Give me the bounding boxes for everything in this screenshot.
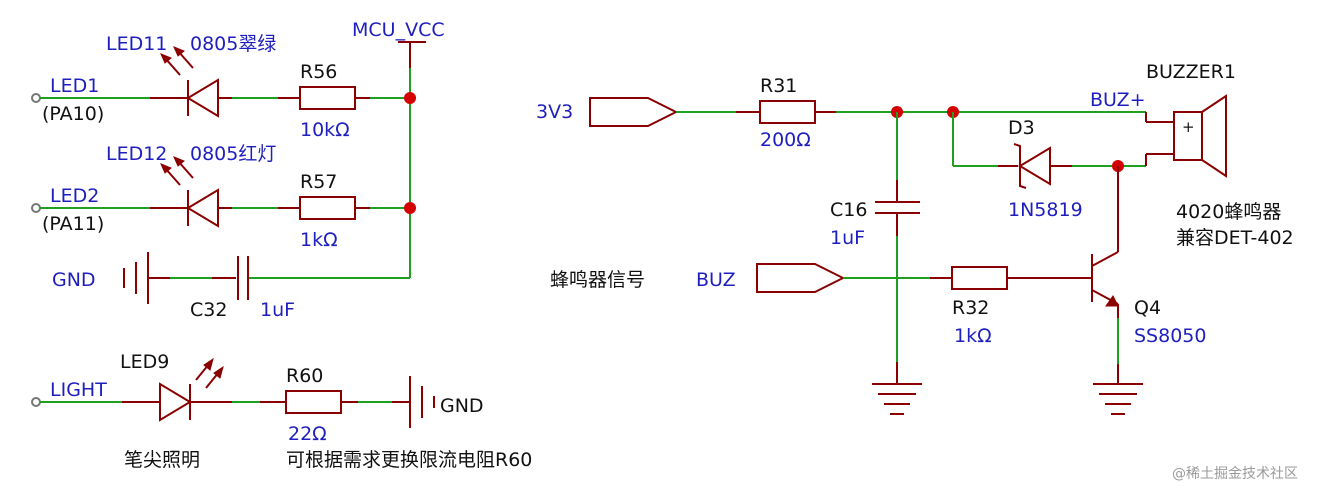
junction-dot [404, 92, 416, 104]
buzzer1-value-line1: 4020蜂鸣器 [1176, 201, 1281, 223]
d3-value: 1N5819 [1008, 199, 1083, 221]
r60-ref: R60 [286, 365, 323, 387]
r31-ref: R31 [760, 75, 797, 97]
r32-ref: R32 [952, 297, 989, 319]
r56-ref: R56 [300, 61, 337, 83]
net-label-buz-plus: BUZ+ [1090, 89, 1146, 111]
r31-resistor [759, 100, 816, 124]
led1-row [31, 46, 416, 118]
led2-row [31, 156, 416, 228]
net-label-buz: BUZ [696, 269, 736, 291]
c16-column [872, 112, 922, 415]
r32-value: 1kΩ [954, 325, 992, 347]
note-r60: 可根据需求更换限流电阻R60 [286, 449, 532, 471]
buzzer-symbol [1145, 94, 1227, 178]
led11-ref: LED11 [106, 33, 167, 55]
buzzer1-ref: BUZZER1 [1146, 61, 1236, 83]
c32-ref: C32 [190, 299, 227, 321]
port-3v3 [589, 97, 1146, 127]
c32-value: 1uF [260, 299, 295, 321]
r56-value: 10kΩ [300, 119, 350, 141]
led9-ref: LED9 [120, 351, 169, 373]
led12-ref: LED12 [106, 143, 167, 165]
r31-value: 200Ω [760, 129, 811, 151]
buzzer1-value-line2: 兼容DET-402 [1176, 227, 1294, 249]
d3-diode [952, 112, 1146, 189]
light-pin [31, 397, 41, 407]
r57-value: 1kΩ [300, 229, 338, 251]
led2-pin [31, 203, 41, 213]
light-row [31, 357, 435, 428]
r32-resistor [951, 266, 1008, 290]
r56-resistor [299, 86, 356, 110]
junction-dot [404, 202, 416, 214]
net-label-led2: LED2 [50, 185, 99, 207]
note-pen-light: 笔尖照明 [124, 449, 200, 471]
net-label-gnd: GND [52, 269, 96, 291]
note-buzzer-signal: 蜂鸣器信号 [550, 269, 645, 291]
net-label-led1: LED1 [50, 75, 99, 97]
net-label-3v3: 3V3 [536, 101, 573, 123]
led11-diode-symbol [186, 78, 219, 118]
pin-label-pa10: (PA10) [42, 103, 104, 125]
led12-diode-symbol [186, 188, 219, 228]
c16-value: 1uF [830, 227, 865, 249]
q4-value: SS8050 [1134, 325, 1206, 347]
buzzer1-plus: + [1182, 118, 1195, 136]
q4-ref: Q4 [1134, 297, 1161, 319]
c32-row [123, 252, 249, 304]
buz-driver [756, 166, 1143, 415]
c16-ref: C16 [830, 199, 867, 221]
net-label-light: LIGHT [50, 379, 107, 401]
net-label-gnd: GND [440, 395, 484, 417]
d3-ref: D3 [1008, 117, 1035, 139]
net-label-mcu-vcc: MCU_VCC [352, 19, 445, 41]
r57-ref: R57 [300, 171, 337, 193]
led11-value: 0805翠绿 [190, 33, 276, 55]
pin-label-pa11: (PA11) [42, 213, 104, 235]
led1-pin [31, 93, 41, 103]
r60-resistor [285, 390, 342, 414]
r60-value: 22Ω [288, 423, 327, 445]
led9-diode-symbol [159, 382, 192, 422]
watermark: @稀土掘金技术社区 [1172, 466, 1298, 482]
led12-value: 0805红灯 [190, 143, 276, 165]
r57-resistor [299, 196, 356, 220]
